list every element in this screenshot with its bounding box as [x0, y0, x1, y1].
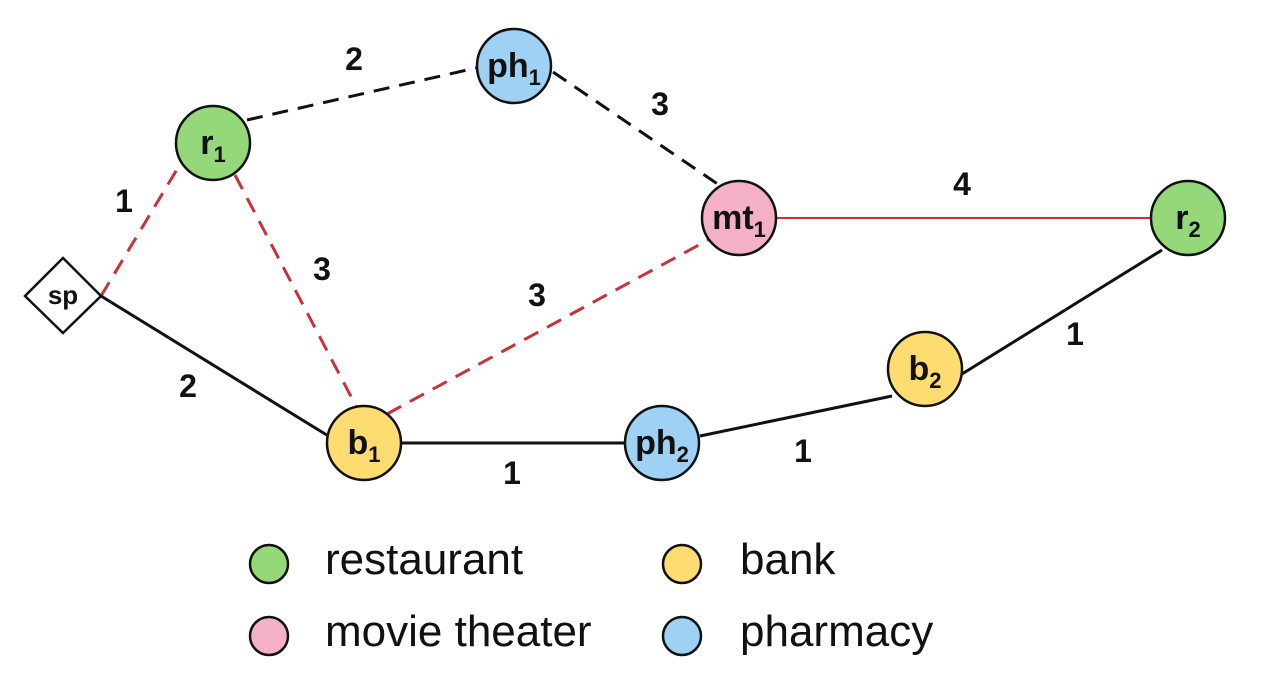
- edge-weights: 1 2 3 3 3 4 2 1 1 1: [115, 41, 1084, 491]
- node-b2-base: b: [908, 350, 929, 388]
- node-r1-base: r: [200, 124, 213, 162]
- node-b1-base: b: [347, 424, 368, 462]
- node-b1-label: b1: [347, 424, 380, 467]
- node-r2-circle: [1149, 179, 1227, 257]
- node-b2-label: b2: [908, 350, 941, 393]
- edge-r1-b1: [233, 174, 359, 409]
- weight-sp-b1: 2: [179, 368, 197, 404]
- node-r2-base: r: [1175, 199, 1188, 237]
- node-r2: r2: [1149, 179, 1227, 257]
- node-r2-sub: 2: [1188, 217, 1200, 242]
- legend-label-restaurant: restaurant: [325, 535, 523, 584]
- node-ph2-label: ph2: [635, 424, 689, 467]
- node-mt1-label: mt1: [712, 199, 766, 242]
- legend-swatch-pharmacy: [661, 615, 703, 657]
- node-ph2: ph2: [623, 404, 701, 482]
- node-b2-sub: 2: [929, 368, 941, 393]
- edge-sp-r1: [99, 165, 181, 297]
- edge-b2-r2: [961, 248, 1163, 376]
- node-mt1: mt1: [700, 179, 778, 257]
- node-ph2-base: ph: [635, 424, 677, 462]
- node-ph1: ph1: [475, 27, 553, 105]
- weight-r1-b1: 3: [313, 251, 331, 287]
- edge-ph1-mt1: [552, 70, 723, 189]
- legend: restaurant bank movie theater pharmacy: [248, 535, 933, 657]
- node-r1: r1: [174, 104, 252, 182]
- node-b1: b1: [325, 404, 403, 482]
- legend-swatch-restaurant: [248, 543, 290, 585]
- node-mt1-base: mt: [712, 199, 754, 237]
- start-point-node: sp: [23, 256, 103, 335]
- node-r1-sub: 1: [213, 142, 225, 167]
- weight-b1-mt1: 3: [528, 277, 546, 313]
- node-ph1-base: ph: [487, 47, 529, 85]
- weight-ph1-mt1: 3: [651, 86, 669, 122]
- node-b2-circle: [886, 330, 964, 408]
- legend-item-pharmacy: pharmacy: [661, 607, 933, 657]
- node-r2-label: r2: [1175, 199, 1200, 242]
- node-ph2-circle: [623, 404, 701, 482]
- node-r1-label: r1: [200, 124, 225, 167]
- node-mt1-circle: [700, 179, 778, 257]
- node-mt1-sub: 1: [754, 217, 766, 242]
- node-b2: b2: [886, 330, 964, 408]
- weight-ph2-b2: 1: [794, 433, 812, 469]
- weight-b1-ph2: 1: [503, 455, 521, 491]
- legend-item-bank: bank: [661, 535, 836, 585]
- weight-sp-r1: 1: [115, 183, 133, 219]
- legend-item-movie-theater: movie theater: [248, 607, 592, 657]
- start-point-label: sp: [48, 280, 78, 310]
- weight-b2-r2: 1: [1066, 316, 1084, 352]
- legend-swatch-movie-theater: [248, 615, 290, 657]
- weight-mt1-r2: 4: [953, 166, 971, 202]
- legend-item-restaurant: restaurant: [248, 535, 523, 585]
- node-ph1-sub: 1: [529, 65, 541, 90]
- legend-label-pharmacy: pharmacy: [740, 607, 933, 656]
- node-b1-sub: 1: [368, 442, 380, 467]
- edges-layer: [99, 66, 1163, 445]
- node-r1-circle: [174, 104, 252, 182]
- node-b1-circle: [325, 404, 403, 482]
- weight-r1-ph1: 2: [345, 41, 363, 77]
- node-ph2-sub: 2: [677, 442, 689, 467]
- edge-b1-mt1: [386, 238, 709, 416]
- node-ph1-label: ph1: [487, 47, 541, 90]
- legend-label-bank: bank: [740, 535, 836, 584]
- edge-sp-b1: [100, 294, 331, 439]
- legend-swatch-bank: [661, 543, 703, 585]
- legend-label-movie-theater: movie theater: [325, 607, 592, 656]
- start-diamond-icon: [23, 256, 103, 335]
- edge-ph2-b2: [699, 394, 893, 438]
- edge-r1-ph1: [246, 66, 477, 122]
- node-ph1-circle: [475, 27, 553, 105]
